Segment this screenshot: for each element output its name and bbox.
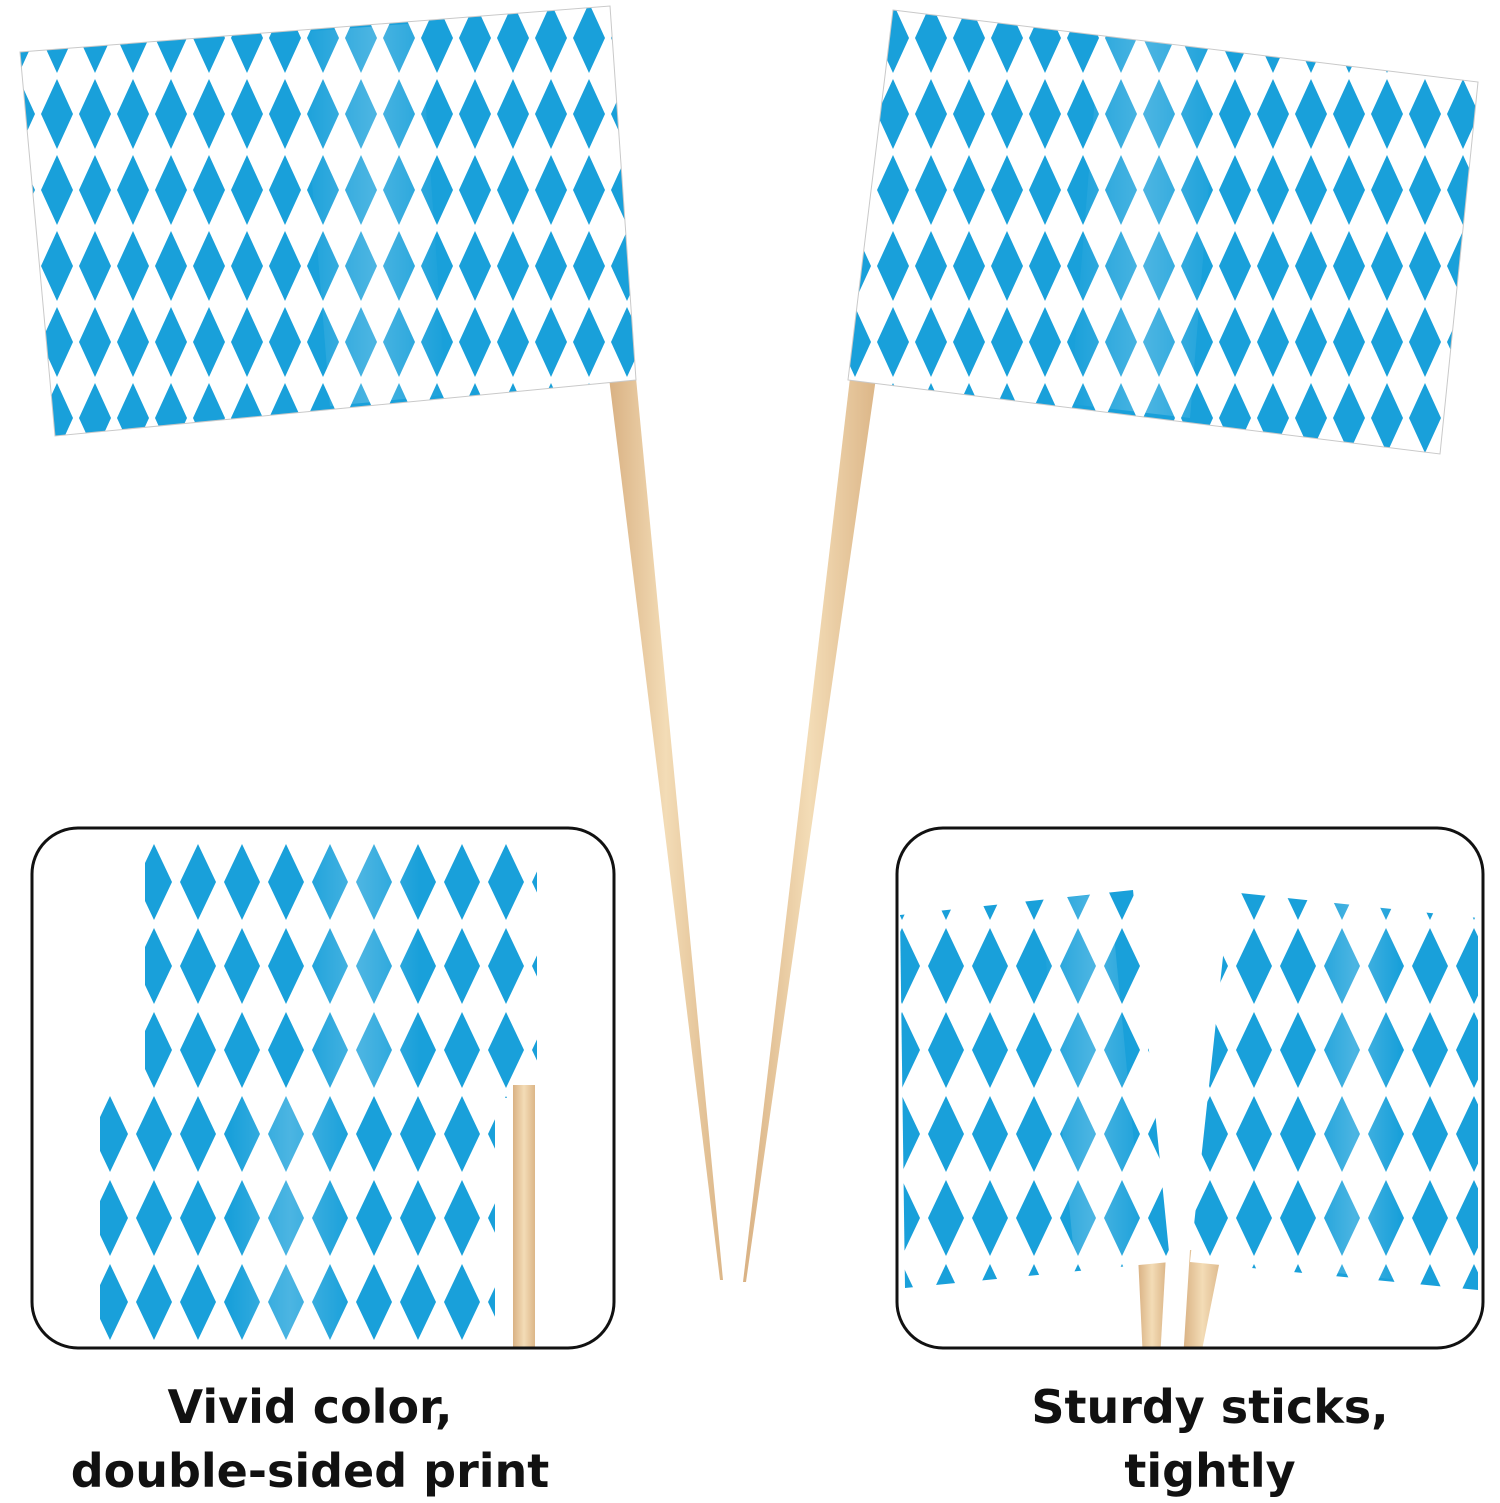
caption-print-quality: Vivid color, double-sided print xyxy=(40,1375,580,1503)
caption-left-line-2: double-sided print xyxy=(70,1444,550,1498)
detail-panel-print xyxy=(30,826,616,1350)
toothpick-right xyxy=(743,378,876,1282)
flag-left xyxy=(19,5,637,437)
caption-sturdy-sticks: Sturdy sticks, tightly xyxy=(930,1375,1490,1503)
caption-right-line-2: tightly xyxy=(1124,1444,1296,1498)
caption-right-line-1: Sturdy sticks, xyxy=(1031,1380,1389,1434)
detail-panel-sticks xyxy=(895,826,1485,1350)
flag-right xyxy=(847,9,1479,455)
toothpick-left xyxy=(609,378,723,1280)
caption-left-line-1: Vivid color, xyxy=(167,1380,453,1434)
